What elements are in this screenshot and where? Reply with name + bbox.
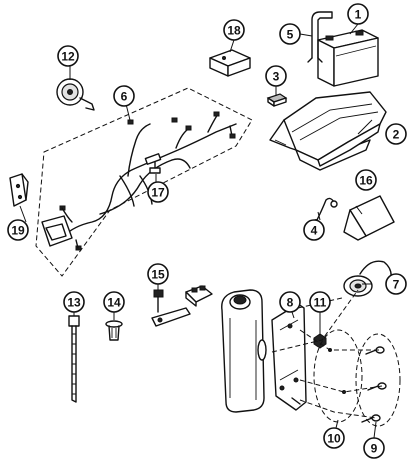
callout-3: 3 xyxy=(265,65,287,87)
svg-text:17: 17 xyxy=(151,186,165,200)
push-rivet-part xyxy=(105,320,123,341)
mount-bracket-part xyxy=(9,173,29,207)
reservoir-bracket-part xyxy=(271,303,307,411)
battery-part xyxy=(317,29,379,87)
svg-text:13: 13 xyxy=(67,296,81,310)
cap-hose-part xyxy=(343,260,392,297)
bolt-clip-part xyxy=(151,285,213,327)
svg-text:10: 10 xyxy=(327,432,341,446)
callout-17: 17 xyxy=(147,181,169,203)
callout-10: 10 xyxy=(323,427,345,449)
svg-text:11: 11 xyxy=(314,296,327,310)
callout-15: 15 xyxy=(147,263,169,285)
callout-4: 4 xyxy=(303,219,325,241)
battery-strap-part xyxy=(307,11,333,63)
callout-6: 6 xyxy=(113,85,135,107)
leader-lines xyxy=(19,23,377,439)
svg-text:18: 18 xyxy=(227,24,241,38)
screws-part xyxy=(355,333,401,427)
wiring-harness-part xyxy=(35,87,253,277)
callout-18: 18 xyxy=(223,19,245,41)
callout-9: 9 xyxy=(363,437,385,459)
callout-5: 5 xyxy=(279,23,301,45)
cable-tie-part xyxy=(68,315,80,403)
svg-text:14: 14 xyxy=(107,296,121,310)
svg-text:5: 5 xyxy=(287,28,294,42)
callout-11: 11 xyxy=(309,291,331,313)
fuse-part xyxy=(149,161,161,174)
callout-19: 19 xyxy=(7,219,29,241)
svg-text:16: 16 xyxy=(359,174,373,188)
horn-part xyxy=(56,78,95,111)
assembly-lines xyxy=(271,289,383,419)
svg-text:3: 3 xyxy=(273,70,280,84)
clip-part xyxy=(266,93,288,107)
callout-2: 2 xyxy=(385,123,407,145)
callout-16: 16 xyxy=(355,169,377,191)
svg-text:12: 12 xyxy=(61,50,75,64)
svg-text:9: 9 xyxy=(371,442,378,456)
svg-text:19: 19 xyxy=(11,224,25,238)
plate-bracket-part xyxy=(343,195,395,241)
callout-14: 14 xyxy=(103,291,125,313)
battery-tray-part xyxy=(269,91,387,171)
relay-part xyxy=(209,49,251,77)
svg-text:6: 6 xyxy=(121,90,128,104)
callout-13: 13 xyxy=(63,291,85,313)
callout-1: 1 xyxy=(347,3,369,25)
svg-text:2: 2 xyxy=(393,128,400,142)
callout-8: 8 xyxy=(279,291,301,313)
callout-7: 7 xyxy=(385,273,407,295)
callout-12: 12 xyxy=(57,45,79,67)
reservoir-part xyxy=(221,289,267,413)
svg-text:4: 4 xyxy=(311,224,318,238)
svg-text:7: 7 xyxy=(393,278,400,292)
svg-text:1: 1 xyxy=(355,8,362,22)
svg-text:15: 15 xyxy=(151,268,165,282)
svg-text:8: 8 xyxy=(287,296,294,310)
